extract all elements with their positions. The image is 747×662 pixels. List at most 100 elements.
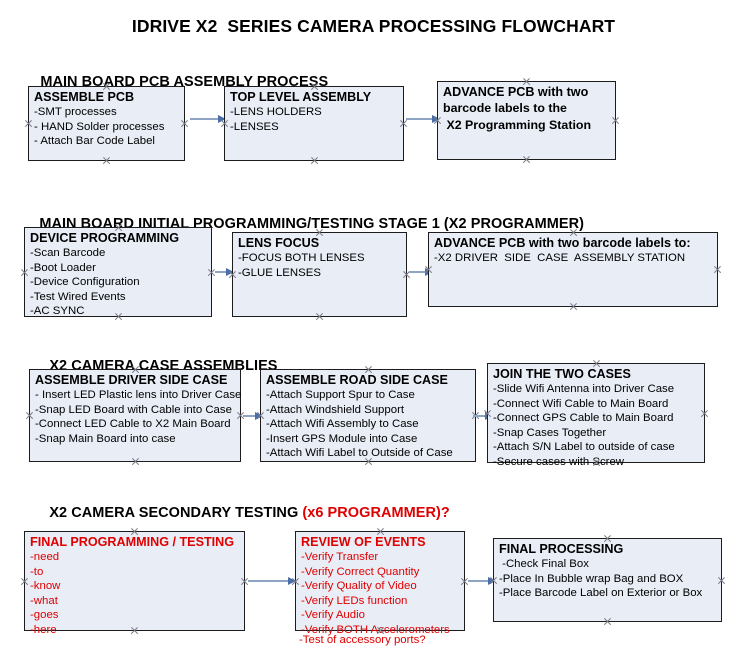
connection-handle-left-icon[interactable]: [291, 577, 300, 586]
section-heading-text: X2 CAMERA SECONDARY TESTING: [49, 505, 303, 521]
node-line: -Verify LEDs function: [301, 594, 408, 607]
connection-handle-right-icon[interactable]: [460, 577, 469, 586]
node-line: -Verify Quality of Video: [301, 580, 417, 593]
connection-handle-left-icon[interactable]: [483, 409, 492, 418]
connection-handle-right-icon[interactable]: [240, 577, 249, 586]
connector-line: [215, 271, 227, 273]
node-line: -Attach Windshield Support: [266, 403, 405, 416]
node-line: -Connect LED Cable to X2 Main Board: [35, 418, 231, 431]
node-line: - HAND Solder processes: [34, 120, 165, 133]
connection-handle-right-icon[interactable]: [399, 119, 408, 128]
page-title: IDRIVE X2 SERIES CAMERA PROCESSING FLOWC…: [131, 16, 616, 36]
connector-line: [406, 118, 433, 120]
node-assemble-pcb[interactable]: ASSEMBLE PCB -SMT processes - HAND Solde…: [28, 86, 185, 161]
node-line: -know: [30, 580, 61, 593]
connection-handle-left-icon[interactable]: [24, 119, 33, 128]
node-line: - Insert LED Plastic lens into Driver Ca…: [35, 389, 242, 401]
connection-handle-left-icon[interactable]: [25, 411, 34, 420]
node-line: -Verify Transfer: [301, 551, 379, 563]
node-line: -Attach S/N Label to outside of case: [493, 441, 675, 454]
node-line: -Connect Wifi Cable to Main Board: [493, 397, 669, 410]
connection-handle-left-icon[interactable]: [256, 411, 265, 420]
connection-handle-left-icon[interactable]: [20, 268, 29, 277]
connection-handle-right-icon[interactable]: [713, 265, 722, 274]
node-title: REVIEW OF EVENTS: [301, 535, 426, 549]
node-top-level-assembly[interactable]: TOP LEVEL ASSEMBLY -LENS HOLDERS -LENSES: [224, 86, 404, 161]
connection-handle-bottom-icon[interactable]: [102, 156, 111, 165]
node-join-the-two-cases[interactable]: JOIN THE TWO CASES -Slide Wifi Antenna i…: [487, 363, 705, 468]
connection-handle-bottom-icon[interactable]: [315, 312, 324, 321]
connector-line: [243, 415, 256, 417]
connection-handle-left-icon[interactable]: [20, 577, 29, 586]
connection-handle-bottom-icon[interactable]: [569, 302, 578, 311]
connection-handle-right-icon[interactable]: [700, 409, 709, 418]
node-line: -AC SYNC: [30, 305, 85, 318]
node-line: -Attach Wifi Assembly to Case: [266, 418, 419, 431]
connection-handle-right-icon[interactable]: [236, 411, 245, 420]
node-assemble-driver-side-case[interactable]: ASSEMBLE DRIVER SIDE CASE - Insert LED P…: [29, 369, 241, 462]
node-overflow-line: -Test of accessory ports?: [299, 634, 426, 646]
node-advance-pcb-to-x2-programming-station[interactable]: ADVANCE PCB with two barcode labels to t…: [437, 81, 616, 160]
node-line: -Boot Loader: [30, 261, 96, 274]
node-assemble-road-side-case[interactable]: ASSEMBLE ROAD SIDE CASE -Attach Support …: [260, 369, 476, 462]
connection-handle-bottom-icon[interactable]: [603, 617, 612, 626]
conn-final-programming-to-review-of-events: [248, 576, 296, 586]
connection-handle-left-icon[interactable]: [489, 576, 498, 585]
connection-handle-right-icon[interactable]: [402, 270, 411, 279]
node-device-programming[interactable]: DEVICE PROGRAMMING -Scan Barcode -Boot L…: [24, 227, 212, 317]
connection-handle-left-icon[interactable]: [433, 116, 442, 125]
node-line: X2 Programming Station: [443, 117, 592, 132]
node-line: barcode labels to the: [443, 101, 567, 115]
node-review-of-events[interactable]: REVIEW OF EVENTS -Verify Transfer -Verif…: [295, 531, 465, 646]
node-line: -Check Final Box: [499, 558, 589, 570]
node-line: -Connect GPS Cable to Main Board: [493, 412, 674, 425]
connection-handle-left-icon[interactable]: [220, 119, 229, 128]
node-title: ASSEMBLE DRIVER SIDE CASE: [35, 373, 228, 387]
connection-handle-right-icon[interactable]: [207, 268, 216, 277]
node-title: FINAL PROCESSING: [499, 542, 624, 556]
node-line: -Insert GPS Module into Case: [266, 432, 418, 445]
node-line: -Verify BOTH Accelerometers: [301, 623, 450, 636]
node-line: -goes: [30, 609, 59, 622]
node-final-processing[interactable]: FINAL PROCESSING -Check Final Box -Place…: [493, 538, 722, 622]
node-title: ADVANCE PCB with two: [443, 85, 589, 99]
connector-line: [409, 271, 426, 273]
node-title: DEVICE PROGRAMMING: [30, 231, 180, 245]
node-line: -Snap Main Board into case: [35, 432, 176, 445]
node-line: -Snap Cases Together: [493, 426, 607, 439]
node-line: -Slide Wifi Antenna into Driver Case: [493, 383, 675, 395]
node-line: -X2 DRIVER SIDE CASE ASSEMBLY STATION: [434, 252, 686, 264]
node-title: ASSEMBLE PCB: [34, 90, 135, 104]
connection-handle-right-icon[interactable]: [717, 576, 726, 585]
node-title: ASSEMBLE ROAD SIDE CASE: [266, 373, 448, 387]
node-line: -Device Configuration: [30, 276, 140, 289]
connection-handle-right-icon[interactable]: [611, 116, 620, 125]
node-final-programming-testing[interactable]: FINAL PROGRAMMING / TESTING -need -to -k…: [24, 531, 245, 636]
node-line: -need: [30, 551, 60, 563]
connection-handle-right-icon[interactable]: [180, 119, 189, 128]
node-line: -here: [30, 623, 57, 636]
node-lens-focus[interactable]: LENS FOCUS -FOCUS BOTH LENSES -GLUE LENS…: [232, 232, 407, 317]
node-title: FINAL PROGRAMMING / TESTING: [30, 535, 235, 549]
connection-handle-right-icon[interactable]: [471, 411, 480, 420]
section-heading-suffix: (x6 PROGRAMMER)?: [302, 505, 450, 521]
node-title: ADVANCE PCB with two barcode labels to:: [434, 236, 691, 250]
connection-handle-bottom-icon[interactable]: [522, 155, 531, 164]
connector-line: [468, 580, 489, 582]
connection-handle-left-icon[interactable]: [228, 270, 237, 279]
node-line: - Attach Bar Code Label: [34, 135, 155, 148]
node-line: -to: [30, 565, 44, 578]
node-advance-pcb-to-driver-side-case-assembly-station[interactable]: ADVANCE PCB with two barcode labels to: …: [428, 232, 718, 307]
conn-review-of-events-to-final-processing: [468, 576, 496, 586]
node-line: -Place In Bubble wrap Bag and BOX: [499, 572, 684, 585]
connection-handle-bottom-icon[interactable]: [310, 156, 319, 165]
node-line: -Snap LED Board with Cable into Case: [35, 403, 232, 416]
connection-handle-left-icon[interactable]: [424, 265, 433, 274]
node-line: -Scan Barcode: [30, 247, 106, 259]
connection-handle-bottom-icon[interactable]: [131, 457, 140, 466]
node-line: -Place Barcode Label on Exterior or Box: [499, 587, 703, 600]
node-line: -GLUE LENSES: [238, 266, 321, 279]
conn-assemble-pcb-to-top-level-assembly: [190, 114, 226, 124]
section-heading-x2-camera-secondary-testing: X2 CAMERA SECONDARY TESTING (x6 PROGRAMM…: [33, 489, 450, 537]
